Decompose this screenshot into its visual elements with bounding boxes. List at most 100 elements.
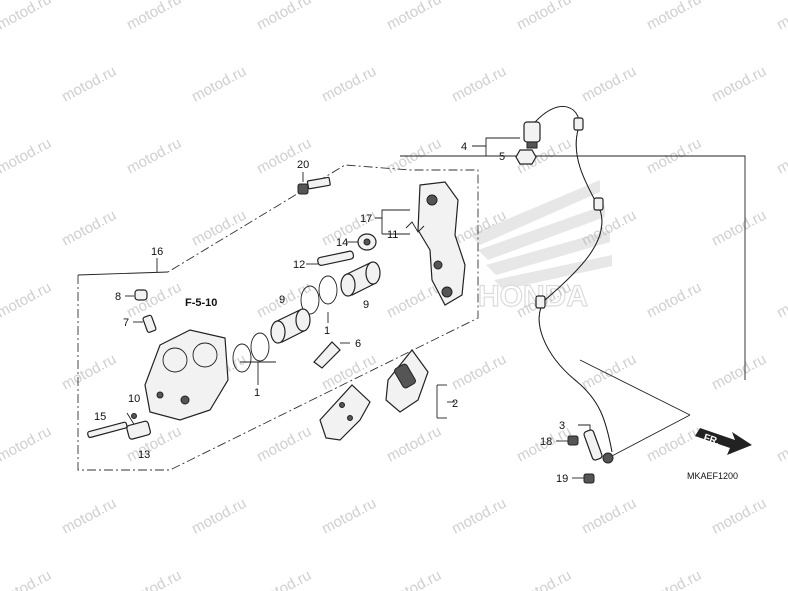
section-reference: F-5-10 — [185, 297, 217, 309]
callout-8: 8 — [115, 291, 121, 303]
bleeder-screw-part — [142, 314, 157, 333]
caliper-body-part — [144, 329, 229, 421]
callout-18: 18 — [540, 436, 552, 448]
callout-3: 3 — [559, 420, 565, 432]
watermark-text: motod.ru — [384, 0, 444, 34]
watermark-text: motod.ru — [449, 63, 509, 106]
pad-spring-clip-part — [405, 221, 425, 233]
callout-6: 6 — [355, 338, 361, 350]
watermark-text: motod.ru — [319, 495, 379, 538]
callout-10: 10 — [128, 393, 140, 405]
watermark-text: motod.ru — [0, 279, 54, 322]
callout-5: 5 — [499, 151, 505, 163]
watermark-text: motod.ru — [709, 207, 769, 250]
caliper-piston-part — [270, 261, 381, 344]
front-direction-arrow: FR. — [695, 428, 752, 455]
pin-plug-part — [126, 420, 151, 440]
watermark-text: motod.ru — [644, 567, 704, 591]
callout-labels: 16 20 17 11 14 12 8 7 F-5-10 9 9 1 6 1 1… — [94, 141, 738, 485]
slide-pin-part — [317, 250, 355, 266]
watermark-text: motod.ru — [59, 495, 119, 538]
callout-12: 12 — [293, 259, 305, 271]
diagram-code: MKAEF1200 — [687, 471, 738, 481]
watermark-text: motod.ru — [189, 207, 249, 250]
watermark-text: motod.ru — [774, 0, 788, 34]
callout-2: 2 — [452, 398, 458, 410]
watermark-text: motod.ru — [254, 567, 314, 591]
bleeder-cap-part — [134, 289, 148, 301]
callout-4: 4 — [461, 141, 467, 153]
callout-7: 7 — [123, 317, 129, 329]
caliper-bracket-part — [417, 181, 466, 306]
watermark-text: motod.ru — [514, 567, 574, 591]
watermark-text: motod.ru — [579, 351, 639, 394]
watermark-text: motod.ru — [384, 423, 444, 466]
pad-pin-part — [87, 421, 128, 439]
cable-clip-icon — [535, 295, 546, 309]
watermark-text: motod.ru — [124, 0, 184, 34]
watermark-text: motod.ru — [449, 495, 509, 538]
callout-1a: 1 — [254, 387, 260, 399]
watermark-text: motod.ru — [254, 423, 314, 466]
watermark-text: motod.ru — [709, 351, 769, 394]
watermark-text: motod.ru — [0, 0, 54, 34]
watermark-text: motod.ru — [0, 567, 54, 591]
watermark-text: motod.ru — [644, 279, 704, 322]
watermark-text: motod.ru — [124, 135, 184, 178]
watermark-text: motod.ru — [0, 135, 54, 178]
nut-part — [515, 149, 537, 165]
watermark-text: motod.ru — [384, 567, 444, 591]
watermark-text: motod.ru — [0, 423, 54, 466]
watermark-text: motod.ru — [774, 423, 788, 466]
brake-pad-part — [319, 349, 429, 441]
sensor-stay-bolt-part — [583, 473, 595, 484]
callout-11: 11 — [387, 229, 398, 241]
honda-wing-logo: HONDA — [470, 180, 612, 314]
callout-20: 20 — [297, 159, 309, 171]
watermark-text: motod.ru — [189, 495, 249, 538]
watermark-text: motod.ru — [124, 279, 184, 322]
watermark-text: motod.ru — [709, 495, 769, 538]
callout-16: 16 — [151, 246, 163, 258]
piston-seal-part — [232, 275, 338, 373]
watermark-text: motod.ru — [774, 567, 788, 591]
watermark-text: motod.ru — [644, 0, 704, 34]
sensor-connector-part — [523, 121, 541, 149]
watermark-text: motod.ru — [644, 423, 704, 466]
callout-9b: 9 — [363, 299, 369, 311]
honda-wordmark: HONDA — [478, 280, 588, 313]
watermark-text: motod.ru — [59, 207, 119, 250]
watermark-text: motod.ru — [59, 351, 119, 394]
watermark-text: motod.ru — [254, 135, 314, 178]
watermark-text: motod.ru — [59, 63, 119, 106]
direction-label: FR. — [702, 432, 721, 448]
watermark-text: motod.ru — [774, 135, 788, 178]
wheel-speed-sensor-part — [583, 429, 614, 464]
cable-clip-icon — [593, 197, 604, 211]
watermark-text: motod.ru — [579, 495, 639, 538]
watermark-text: motod.ru — [514, 0, 574, 34]
watermark-text: motod.ru — [254, 0, 314, 34]
watermark-text: motod.ru — [124, 567, 184, 591]
watermark-text: motod.ru — [774, 279, 788, 322]
callout-17: 17 — [360, 213, 372, 225]
callout-1b: 1 — [324, 325, 330, 337]
watermark-text: motod.ru — [449, 351, 509, 394]
sensor-bolt-part — [567, 435, 579, 446]
abs-sensor-cable — [529, 106, 613, 453]
pin-boot-part — [357, 233, 377, 251]
pad-spring-part — [313, 341, 341, 369]
callout-19: 19 — [556, 473, 568, 485]
callout-15: 15 — [94, 411, 106, 423]
mounting-bolt-part — [297, 176, 331, 195]
watermark-text: motod.ru — [319, 63, 379, 106]
cable-clip-icon — [573, 117, 584, 131]
watermark-text: motod.ru — [709, 63, 769, 106]
small-seal-part — [131, 413, 137, 419]
watermark-text: motod.ru — [189, 63, 249, 106]
watermark-text: motod.ru — [579, 63, 639, 106]
callout-13: 13 — [138, 449, 150, 461]
callout-9a: 9 — [279, 294, 285, 306]
